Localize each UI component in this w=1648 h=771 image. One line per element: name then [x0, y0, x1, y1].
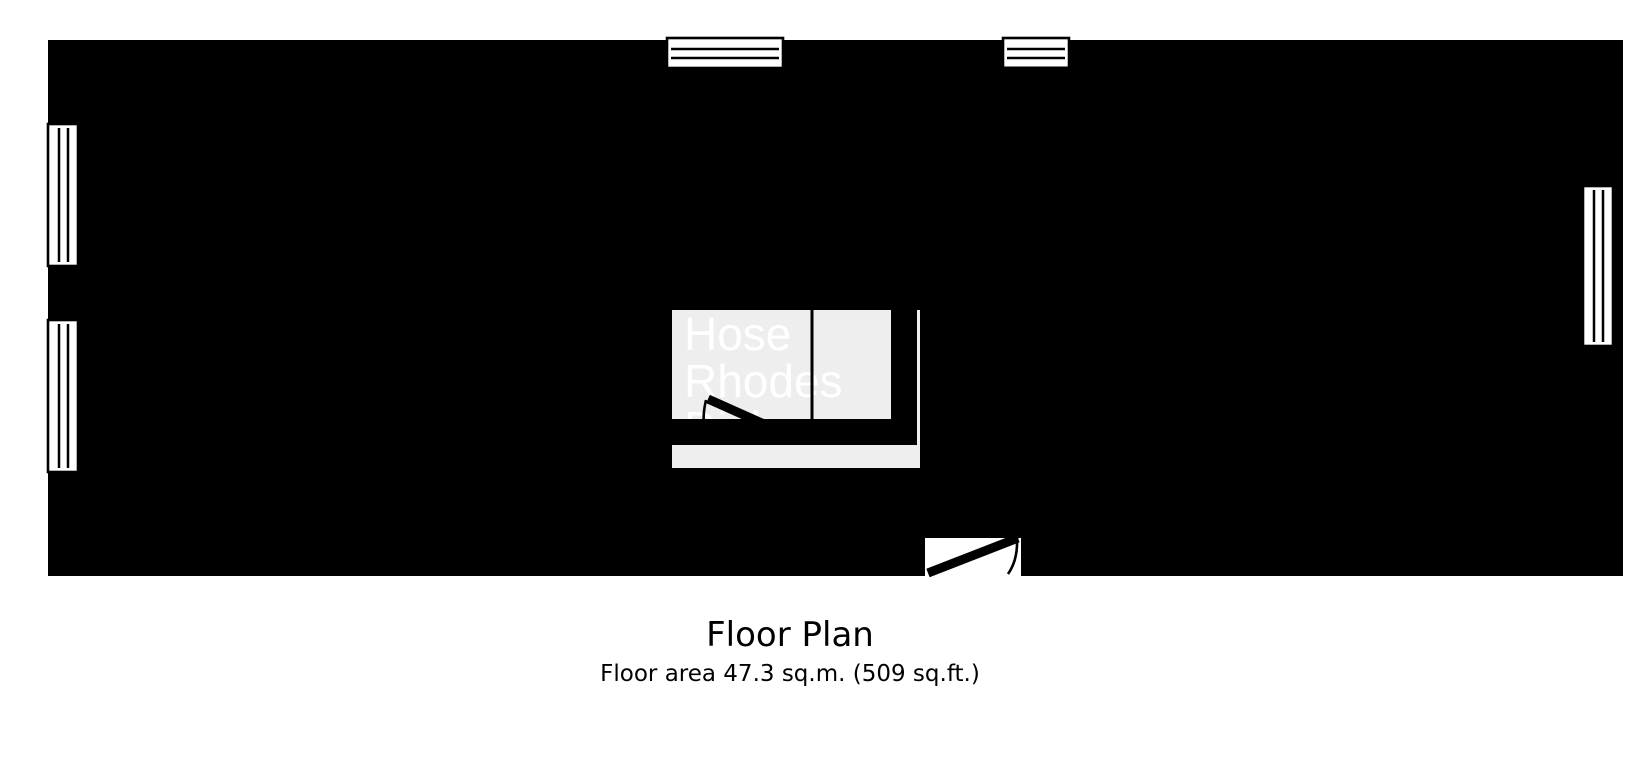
- wall-kitchen-right-overlay: [891, 40, 917, 445]
- lounge-window-lower: [46, 318, 80, 474]
- bathroom-bath: [1070, 66, 1158, 272]
- lounge-dim-imperial: (14' 6" x 13' 5"): [237, 370, 445, 405]
- bathroom-window: [1001, 36, 1071, 70]
- bedroom-dim-metric: 4.08m x 2.80m: [1239, 322, 1444, 357]
- hall-name: Hall: [855, 479, 919, 520]
- watermark-line-2: Rhodes: [684, 355, 843, 407]
- hall-label: Hall: [855, 479, 919, 520]
- kitchen-label: Kitchen 3.00m x 2.22m (9' 10" x 7' 3"): [653, 216, 792, 296]
- building-outline: [48, 40, 1623, 576]
- bathroom-label: Bathroom 2.09m x 1.97m (6' 10" x 6' 6"): [922, 176, 1041, 241]
- bedroom-dim-imperial: (13' 5" x 9' 2"): [1247, 357, 1438, 392]
- lounge-door[interactable]: [561, 447, 616, 547]
- bedroom-window: [1581, 184, 1615, 348]
- kitchen-dim-imperial: (9' 10" x 7' 3"): [657, 273, 786, 296]
- kitchen-name: Kitchen: [679, 216, 766, 246]
- kitchen-sink: [665, 77, 794, 140]
- floor-area-note: Floor area 47.3 sq.m. (509 sq.ft.): [600, 661, 980, 687]
- watermark-line-1: Hose: [684, 308, 791, 360]
- lounge-window-upper: [46, 122, 80, 268]
- lounge-name: Lounge: [278, 289, 405, 331]
- bedroom-door[interactable]: [1164, 451, 1218, 544]
- front-door[interactable]: [925, 533, 1021, 578]
- kitchen-dim-metric: 3.00m x 2.22m: [653, 249, 792, 272]
- wall-top: [48, 40, 1623, 66]
- kitchen-hob: [818, 203, 892, 275]
- bathroom-wc: [940, 68, 994, 153]
- bathroom-name: Bathroom: [934, 176, 1029, 201]
- cupboard-door[interactable]: [1008, 344, 1099, 426]
- bathroom-dim-imperial: (6' 10" x 6' 6"): [927, 221, 1038, 241]
- lounge-dim-metric: 4.41m x 4.08m: [238, 335, 443, 370]
- bathroom-door[interactable]: [939, 287, 1038, 331]
- title-block: Floor Plan Floor area 47.3 sq.m. (509 sq…: [600, 615, 980, 687]
- lounge-label: Lounge 4.41m x 4.08m (14' 6" x 13' 5"): [237, 289, 445, 405]
- wall-bottom-left-step: [48, 506, 294, 576]
- bathroom-basin: [1001, 66, 1071, 128]
- bathroom-dim-metric: 2.09m x 1.97m: [922, 201, 1041, 221]
- bedroom-name: Bedroom: [1265, 277, 1419, 319]
- kitchen-counter: [622, 134, 814, 430]
- wall-left-lower: [48, 470, 74, 576]
- wall-bedroom-left: [1161, 40, 1185, 446]
- wall-kitchen-left-overlay: [611, 40, 637, 445]
- kitchen-window: [665, 36, 785, 70]
- wall-bathroom-bottom-left: [917, 266, 1013, 288]
- wall-bathroom-left: [917, 66, 941, 288]
- kitchen-door[interactable]: [702, 394, 802, 445]
- page-title: Floor Plan: [706, 615, 874, 655]
- bedroom-label: Bedroom 4.08m x 2.80m (13' 5" x 9' 2"): [1239, 277, 1444, 392]
- wall-cupboard-bottom: [1045, 424, 1171, 446]
